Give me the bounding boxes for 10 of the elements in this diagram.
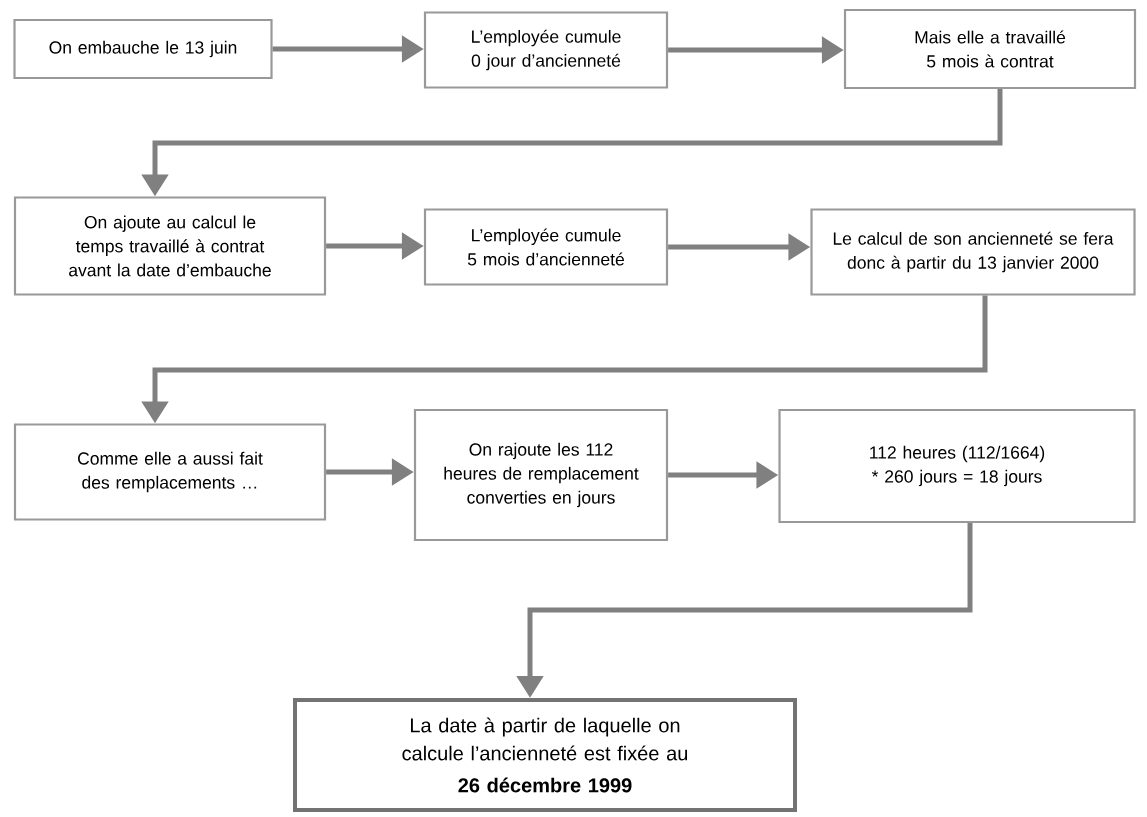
process-box: Comme elle a aussi fait des remplacements … — [13, 423, 327, 521]
process-box: On rajoute les 112 heures de remplacement converties en jours — [413, 408, 669, 542]
process-box: Le calcul de son ancienneté se fera donc à partir du 13 janvier 2000 — [810, 208, 1136, 296]
process-box: On embauche le 13 juin — [13, 18, 273, 80]
process-box: L’employée cumule 0 jour d’ancienneté — [423, 11, 669, 89]
process-box: On ajoute au calcul le temps travaillé à contrat avant la date d’embauche — [13, 196, 327, 296]
process-box: Mais elle a travaillé 5 mois à contrat — [843, 8, 1137, 90]
process-box: 112 heures (112/1664) * 260 jours = 18 jours — [778, 408, 1136, 524]
process-box: La date à partir de laquelle on calcule l’ancienneté est fixée au 26 décembre 1999 — [293, 698, 797, 812]
process-box: L’employée cumule 5 mois d’ancienneté — [423, 208, 669, 286]
